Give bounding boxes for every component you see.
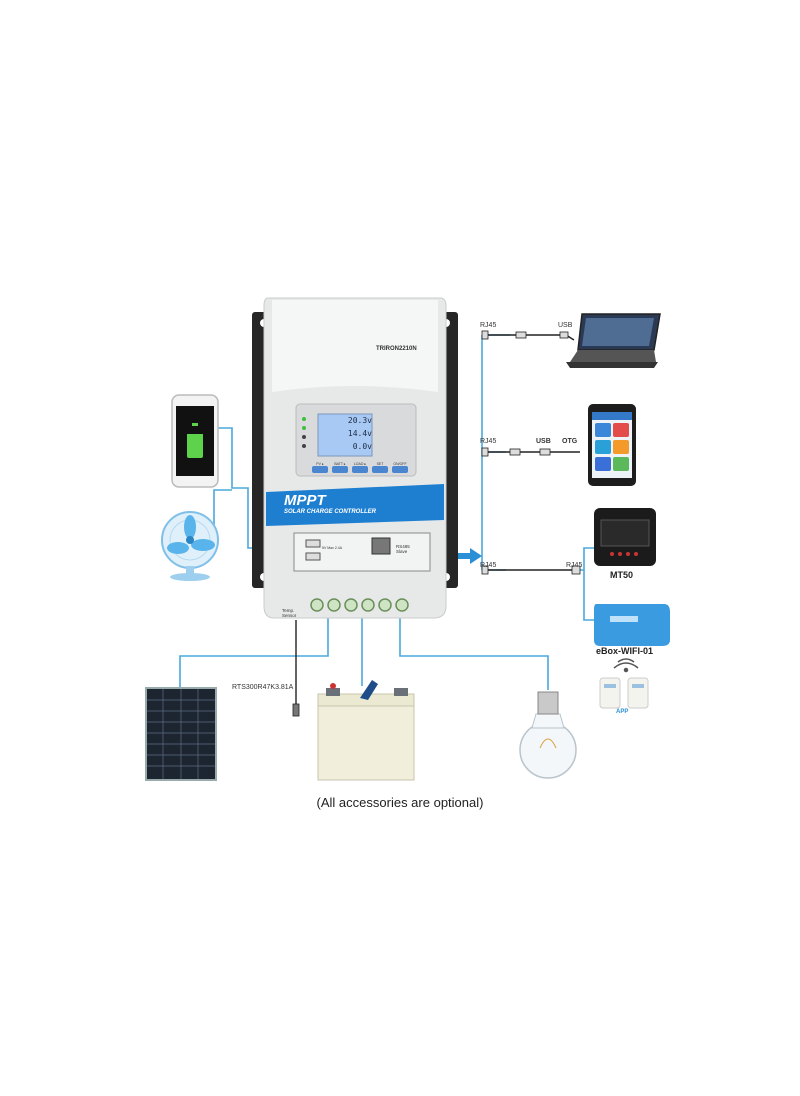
mt50-branch-wire bbox=[578, 547, 594, 571]
wifi-signal-icon bbox=[613, 658, 639, 673]
ebox-wifi-image bbox=[594, 604, 670, 646]
pv-button-label: PV ▸ bbox=[316, 462, 324, 466]
mt50-meter-image bbox=[594, 508, 656, 566]
usb-port-label: 5V Max 2.4A bbox=[322, 546, 343, 550]
controller-button-row: PV ▸ BATT ▸ LOAD ▸ SET ON/OFF bbox=[312, 462, 408, 473]
set-button-label: SET bbox=[376, 462, 384, 466]
solar-wire bbox=[179, 612, 329, 690]
rj45-laptop-label: RJ45 bbox=[480, 322, 497, 329]
terminal-block bbox=[310, 598, 409, 612]
controller-subtitle: SOLAR CHARGE CONTROLLER bbox=[284, 509, 376, 515]
ebox-branch-wire bbox=[583, 570, 594, 621]
lcd-line-load: 0.0v bbox=[352, 442, 372, 451]
onoff-button-label: ON/OFF bbox=[393, 462, 407, 466]
load-button[interactable]: LOAD ▸ bbox=[352, 462, 368, 473]
battery-image bbox=[317, 680, 415, 781]
rj45-right-label: RJ45 bbox=[566, 562, 583, 569]
sensor-label: RTS300R47K3.81A bbox=[232, 684, 294, 691]
set-button[interactable]: SET bbox=[372, 462, 388, 473]
onoff-button[interactable]: ON/OFF bbox=[392, 462, 408, 473]
usb-phone-label: USB bbox=[536, 438, 551, 445]
rs485-label: RS485 Slave bbox=[396, 544, 410, 554]
controller-model: TRIRON2210N bbox=[376, 346, 417, 352]
solar-panel-image bbox=[145, 687, 217, 781]
bulb-wire bbox=[399, 612, 549, 690]
otg-phone-label: OTG bbox=[562, 438, 578, 445]
lcd-line-pv: 20.3v bbox=[347, 416, 372, 425]
light-bulb-image bbox=[519, 691, 577, 779]
smartphone-app-image bbox=[588, 404, 636, 486]
ebox-label: eBox-WIFI-01 bbox=[596, 646, 654, 656]
rj45-port bbox=[371, 537, 391, 555]
mppt-logo: MPPT bbox=[284, 492, 326, 509]
mt50-label: MT50 bbox=[610, 570, 634, 580]
app-phones-image bbox=[599, 677, 649, 709]
lcd-readout: 20.3v 14.4v 0.0v bbox=[320, 416, 372, 455]
rj45-mt50-label: RJ45 bbox=[480, 562, 497, 569]
batt-button-label: BATT ▸ bbox=[334, 462, 346, 466]
rj45-phone-label: RJ45 bbox=[480, 438, 497, 445]
charging-phone-image bbox=[171, 394, 219, 488]
mppt-band bbox=[266, 484, 444, 526]
app-label: APP bbox=[616, 709, 629, 715]
lcd-line-batt: 14.4v bbox=[347, 429, 372, 438]
batt-button[interactable]: BATT ▸ bbox=[332, 462, 348, 473]
temp-sensor-label: Temp. Sensor bbox=[282, 608, 297, 618]
pv-button[interactable]: PV ▸ bbox=[312, 462, 328, 473]
load-button-label: LOAD ▸ bbox=[353, 462, 367, 466]
usb-laptop-label: USB bbox=[558, 322, 573, 329]
optional-accessories-caption: (All accessories are optional) bbox=[316, 795, 484, 810]
laptop-image bbox=[566, 313, 661, 368]
fan-image bbox=[161, 511, 219, 581]
